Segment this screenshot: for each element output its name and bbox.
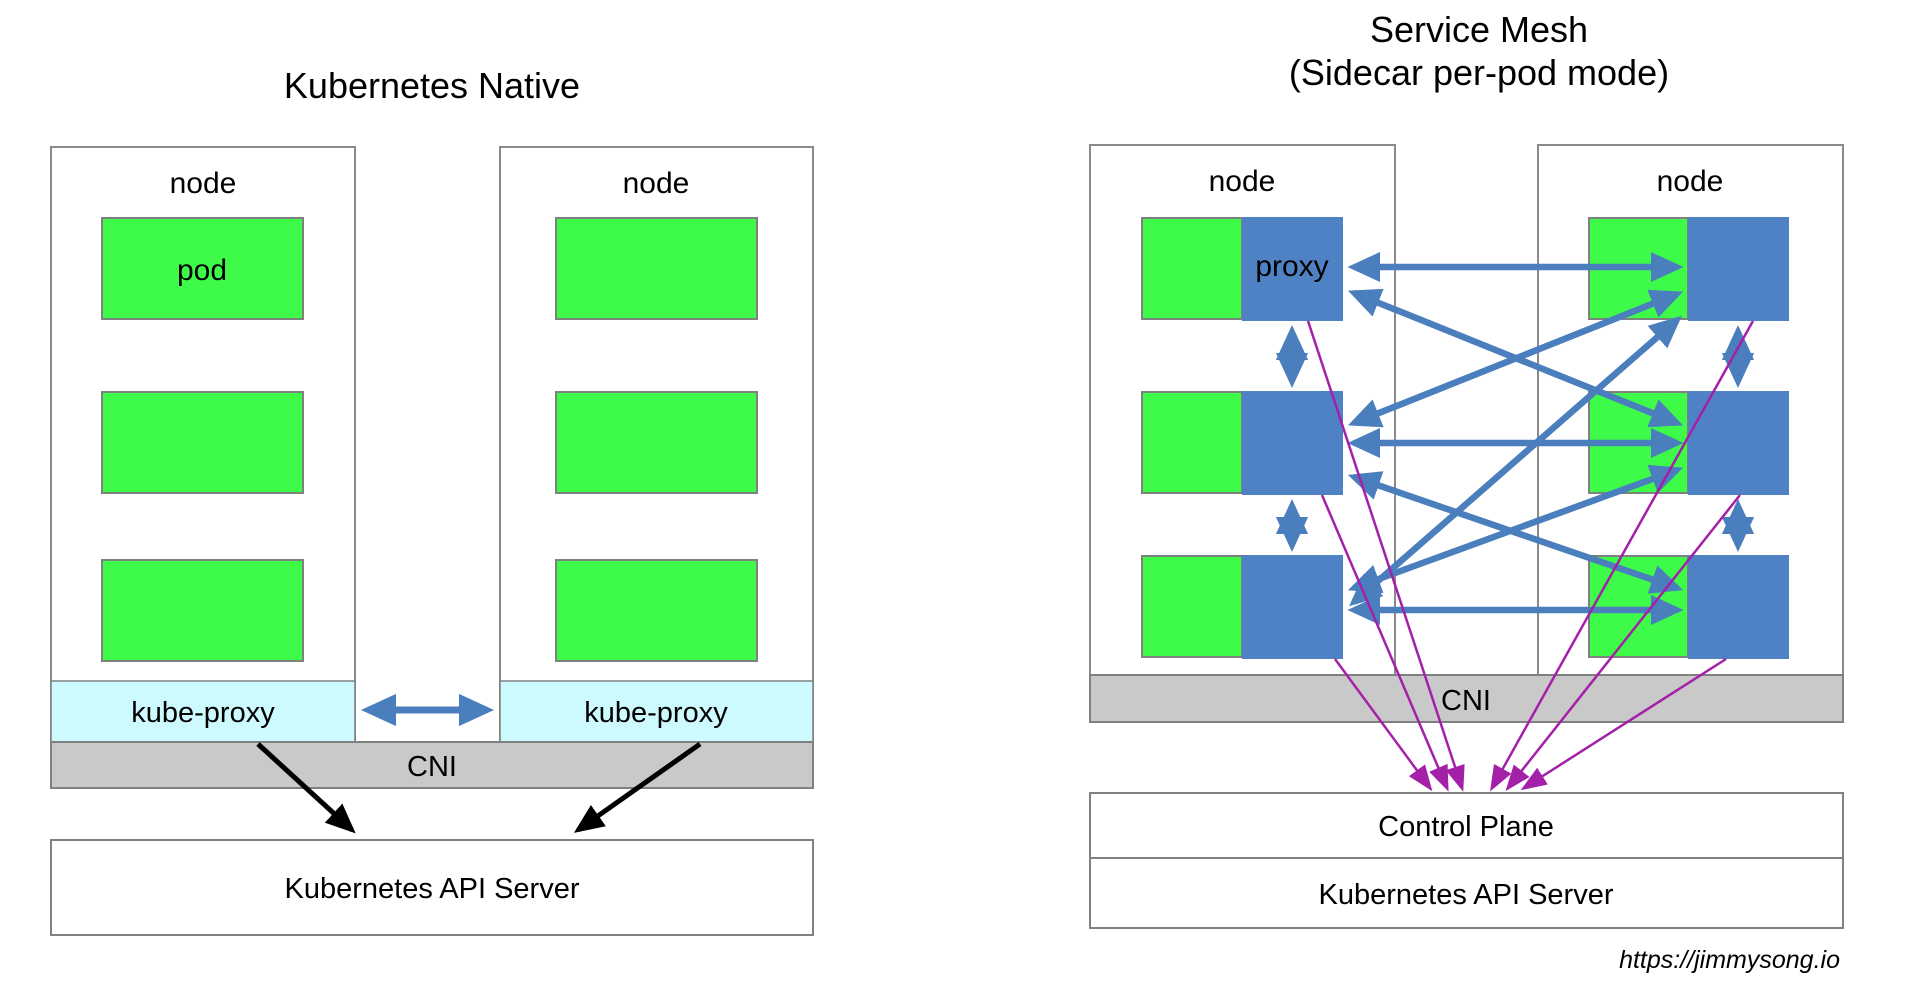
pod: [1141, 555, 1243, 658]
cni-bar: [50, 741, 814, 789]
pod: [555, 217, 758, 320]
sidecar-proxy: [1242, 217, 1343, 321]
kube-proxy-bar: [50, 680, 356, 743]
proxy-to-control-plane-arrow: [1490, 320, 1755, 792]
credit-link[interactable]: https://jimmysong.io: [1619, 946, 1840, 974]
control-plane-label: Control Plane: [1378, 811, 1554, 843]
kube-proxy-to-api-arrow: [573, 741, 702, 833]
cni-label: CNI: [407, 751, 457, 783]
left-node-1-label: node: [170, 167, 237, 200]
left-api-server-label: Kubernetes API Server: [285, 873, 580, 905]
proxy-to-control-plane-arrow: [1306, 320, 1465, 792]
sidecar-proxy: [1242, 391, 1343, 495]
kube-proxy-label: kube-proxy: [131, 697, 275, 729]
right-node-1-label: node: [1209, 165, 1276, 198]
pod: [1141, 391, 1243, 494]
pod: [101, 217, 304, 320]
proxy-to-control-plane-arrow: [1505, 494, 1741, 792]
right-api-server-label: Kubernetes API Server: [1319, 879, 1614, 911]
pod: [101, 391, 304, 494]
sidecar-proxy: [1242, 555, 1343, 659]
left-api-server-box: [50, 839, 814, 936]
sidecar-proxy: [1688, 391, 1789, 495]
cni-label: CNI: [1441, 685, 1491, 717]
pod: [1588, 555, 1689, 658]
proxy-label: proxy: [1255, 250, 1328, 283]
kube-proxy-label: kube-proxy: [584, 697, 728, 729]
mesh-arrow: [1349, 315, 1682, 607]
left-panel-title: Kubernetes Native: [284, 65, 580, 106]
service-mesh-panel: Service Mesh (Sidecar per-pod mode) node…: [1089, 9, 1844, 929]
pod: [555, 559, 758, 662]
proxy-to-control-plane-arrow: [1520, 657, 1727, 791]
proxy-to-control-plane-arrow: [1320, 494, 1449, 792]
proxy-to-control-plane-arrow: [1333, 658, 1433, 792]
right-node-2-label: node: [1657, 165, 1724, 198]
right-panel-title-line1: Service Mesh: [1370, 9, 1588, 50]
left-node-2-label: node: [623, 167, 690, 200]
right-api-server-box: [1089, 857, 1844, 929]
pod: [555, 391, 758, 494]
pod: [1141, 217, 1243, 320]
pod-label: pod: [177, 254, 227, 287]
right-panel-title-line2: (Sidecar per-pod mode): [1289, 52, 1669, 93]
kube-proxy-to-api-arrow: [256, 742, 356, 834]
kubernetes-native-panel: Kubernetes Native node pod node kube-pro…: [50, 65, 814, 936]
sidecar-proxy: [1688, 555, 1789, 659]
pod: [101, 559, 304, 662]
control-plane-box: [1089, 792, 1844, 859]
sidecar-proxy: [1688, 217, 1789, 321]
cni-bar: [1089, 674, 1844, 723]
